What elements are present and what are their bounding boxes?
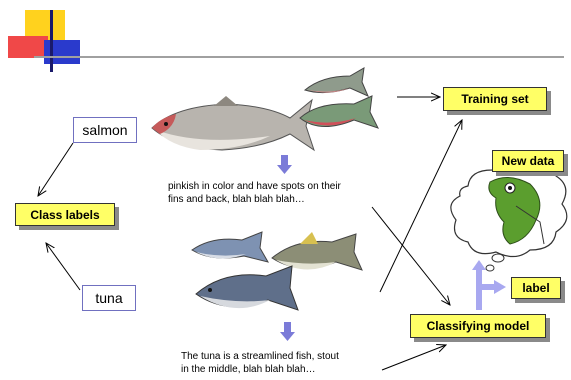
classifying-model-box: Classifying model: [410, 314, 546, 338]
salmon-down-arrow: [277, 155, 292, 174]
salmon-small-top-image: [305, 68, 368, 96]
salmon-large-image: [152, 96, 314, 150]
new-data-box: New data: [492, 150, 564, 172]
tuna-small-left-image: [192, 232, 268, 262]
arrow-tuna-desc-to-model: [382, 345, 446, 370]
salmon-description-line2: fins and back, blah blah blah…: [168, 193, 398, 206]
arrow-salmon-to-model: [372, 207, 450, 305]
tuna-down-arrow: [280, 322, 295, 341]
tuna-description: The tuna is a streamlined fish, stout in…: [181, 350, 391, 376]
label-box: label: [511, 277, 561, 299]
class-labels-box: Class labels: [15, 203, 115, 226]
arrow-salmon-to-class-labels: [38, 143, 73, 196]
salmon-description-line1: pinkish in color and have spots on their: [168, 180, 398, 193]
thought-cloud-fish-image: [451, 162, 567, 271]
salmon-eye: [164, 122, 168, 126]
training-set-box: Training set: [443, 87, 547, 111]
tuna-large-image: [196, 266, 298, 310]
salmon-description: pinkish in color and have spots on their…: [168, 180, 398, 206]
salmon-label: salmon: [73, 117, 137, 143]
arrow-tuna-to-training-set: [380, 120, 462, 292]
tuna-label: tuna: [82, 285, 136, 311]
tuna-description-line1: The tuna is a streamlined fish, stout: [181, 350, 391, 363]
tuna-yellowfin-image: [272, 232, 362, 270]
tuna-description-line2: in the middle, blah blah blah…: [181, 363, 391, 376]
arrow-tuna-to-class-labels: [46, 243, 80, 290]
